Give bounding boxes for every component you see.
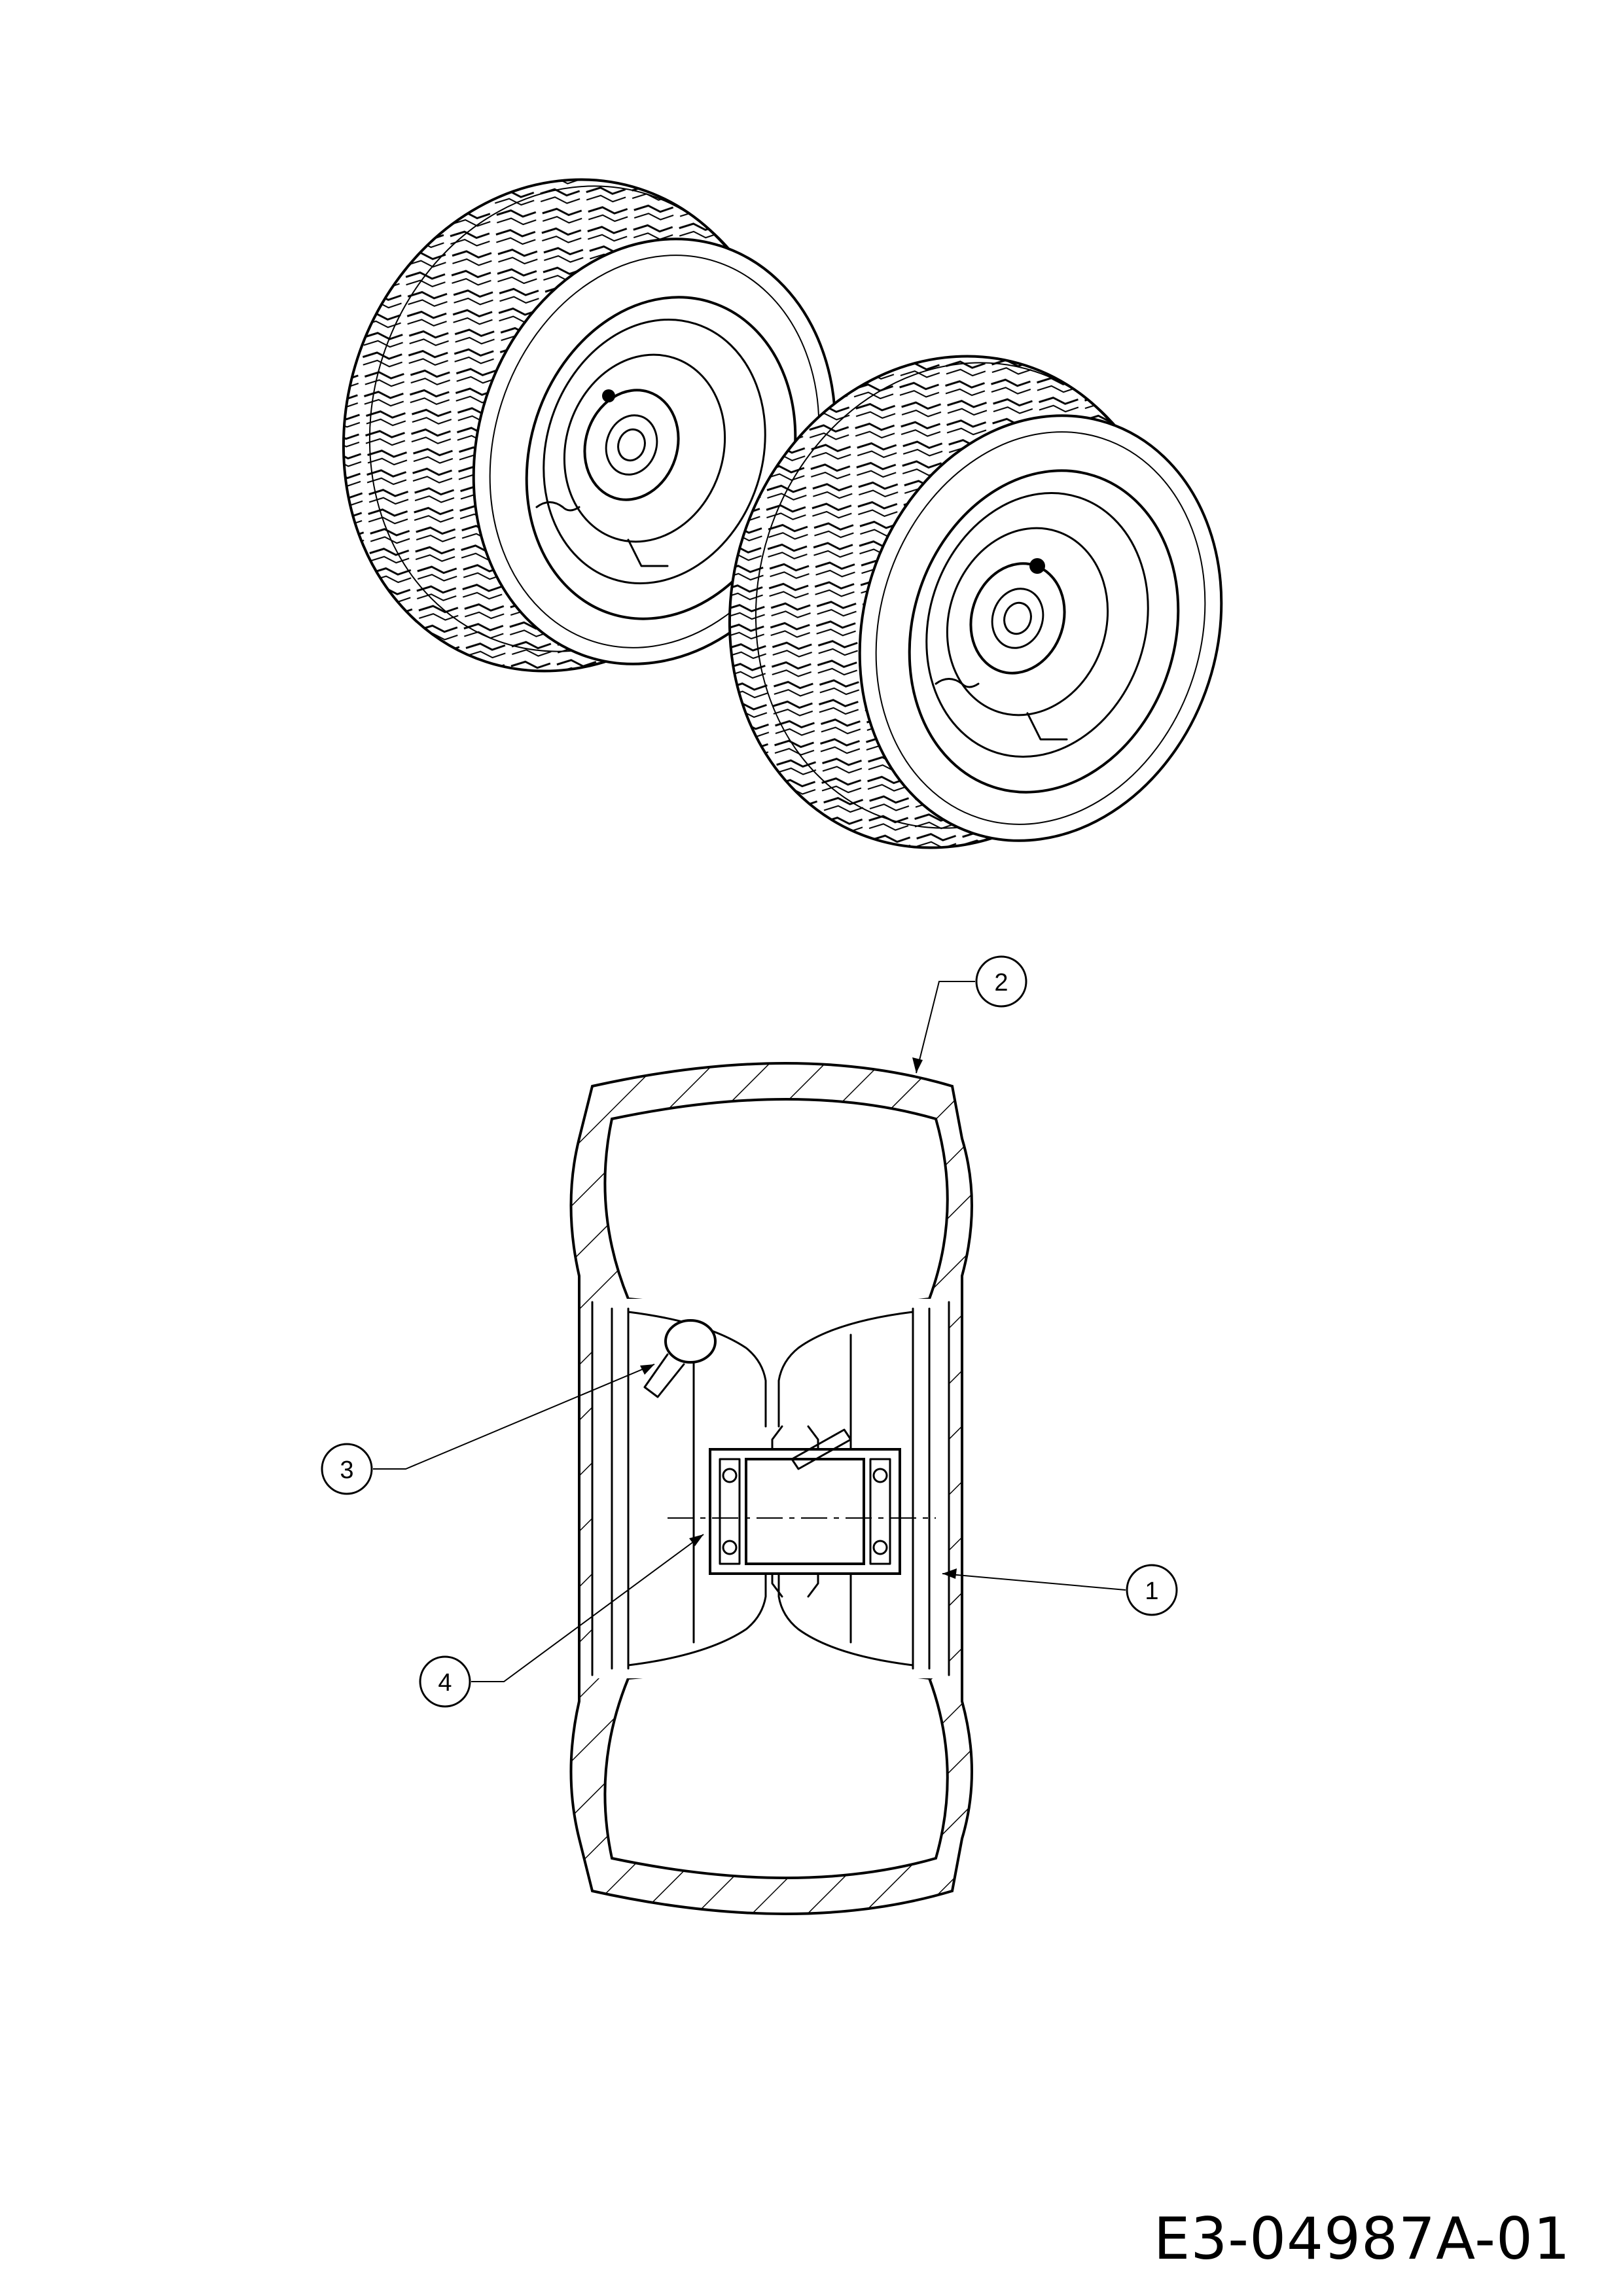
callout-2-label: 2 [994,969,1008,997]
callout-3-label: 3 [340,1457,353,1484]
callout-1[interactable]: 1 [942,1564,1178,1616]
valve-stem-left-icon [602,389,615,402]
hub-left [583,389,680,501]
wheel-right-illustration [728,355,1223,849]
callout-4-label: 4 [438,1669,452,1697]
drawing-code: E3-04987A-01 [1153,2205,1571,2272]
callout-1-label: 1 [1145,1578,1158,1605]
callout-4[interactable]: 4 [419,1534,704,1708]
valve-section [664,1319,717,1364]
wheel-cross-section [569,1062,973,1915]
wheel-left-illustration [342,178,837,673]
callout-2[interactable]: 2 [912,955,1027,1074]
valve-stem-right-icon [1029,558,1045,574]
callout-3[interactable]: 3 [321,1364,655,1495]
